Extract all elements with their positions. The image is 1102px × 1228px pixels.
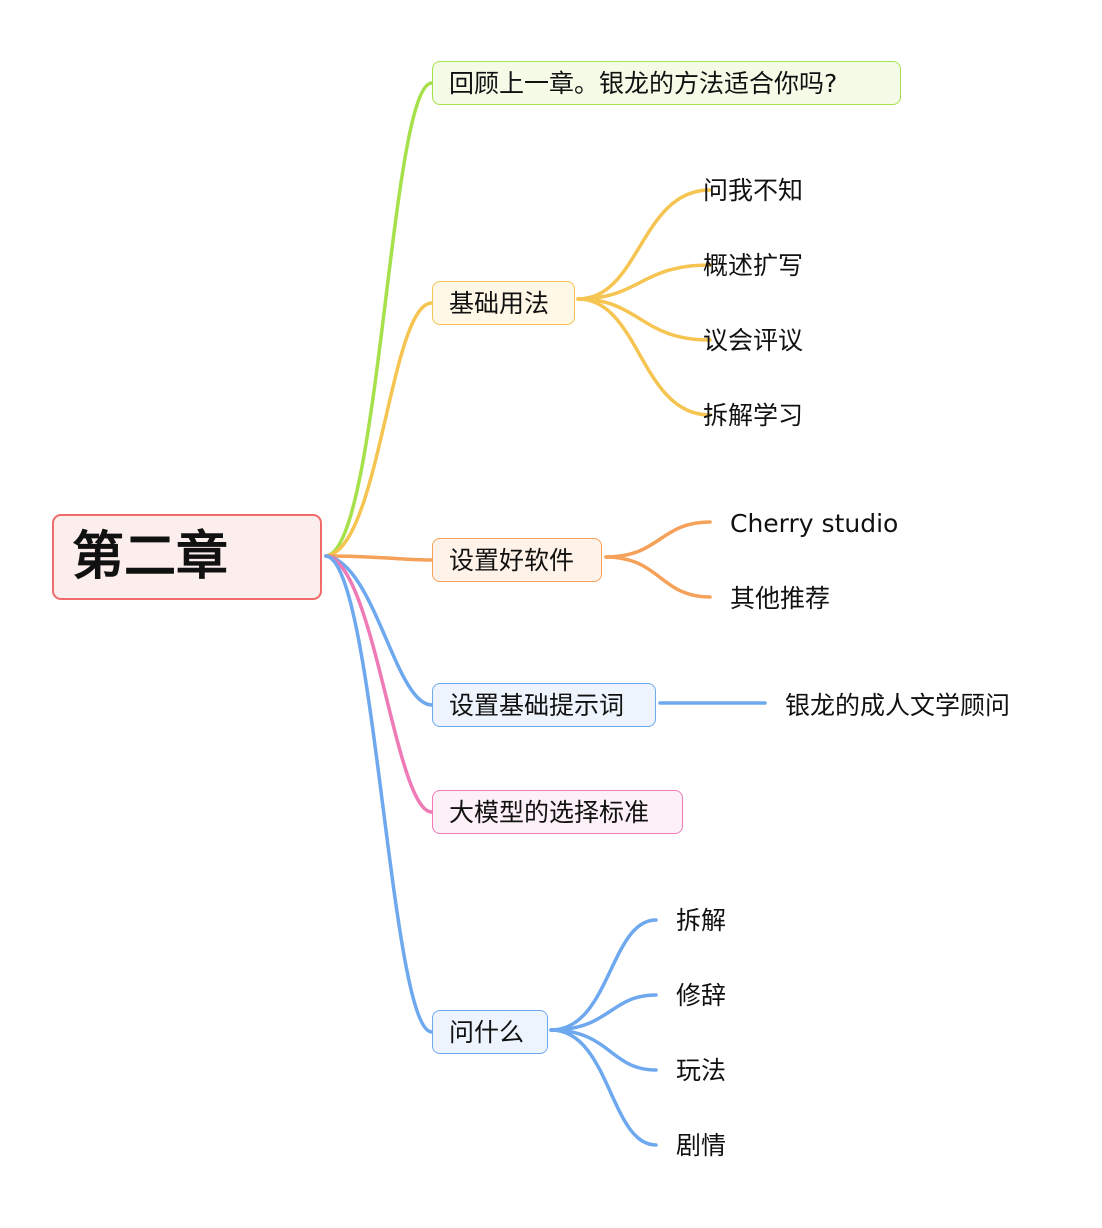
link-software-child-2 (604, 555, 712, 599)
link-root-prompt (324, 554, 434, 707)
branch-what-to-ask[interactable]: 问什么 (432, 1010, 548, 1054)
leaf-what-to-ask-1-label: 拆解 (676, 905, 727, 935)
branch-what-to-ask-label: 问什么 (449, 1017, 525, 1047)
leaf-software-2-label: 其他推荐 (730, 583, 831, 613)
leaf-software-1-label: Cherry studio (730, 508, 899, 538)
link-basic-usage-child-1 (576, 188, 712, 301)
leaf-what-to-ask-3-label: 玩法 (676, 1055, 727, 1085)
leaf-what-to-ask-3[interactable]: 玩法 (676, 1053, 726, 1087)
leaf-basic-usage-2[interactable]: 概述扩写 (703, 248, 803, 282)
link-what-to-ask-child-3 (549, 1028, 658, 1072)
leaf-what-to-ask-4-label: 剧情 (676, 1130, 727, 1160)
branch-model-criteria-label: 大模型的选择标准 (449, 797, 650, 827)
branch-prompt[interactable]: 设置基础提示词 (432, 683, 656, 727)
branch-review-label: 回顾上一章。银龙的方法适合你吗? (449, 68, 838, 98)
leaf-software-2[interactable]: 其他推荐 (730, 581, 830, 615)
leaf-basic-usage-1-label: 问我不知 (703, 175, 804, 205)
leaf-basic-usage-4[interactable]: 拆解学习 (703, 398, 803, 432)
link-root-model-criteria (324, 554, 434, 814)
root-topic-label: 第二章 (72, 527, 229, 587)
branch-software-label: 设置好软件 (449, 545, 575, 575)
branch-review[interactable]: 回顾上一章。银龙的方法适合你吗? (432, 61, 901, 105)
leaf-prompt-1-label: 银龙的成人文学顾问 (785, 690, 1011, 720)
link-basic-usage-child-3 (576, 297, 712, 342)
link-basic-usage-child-2 (576, 263, 712, 301)
leaf-basic-usage-3-label: 议会评议 (703, 325, 804, 355)
branch-model-criteria[interactable]: 大模型的选择标准 (432, 790, 683, 834)
link-basic-usage-child-4 (576, 297, 712, 417)
leaf-basic-usage-1[interactable]: 问我不知 (703, 173, 803, 207)
leaf-what-to-ask-1[interactable]: 拆解 (676, 903, 726, 937)
leaf-basic-usage-2-label: 概述扩写 (703, 250, 804, 280)
leaf-basic-usage-3[interactable]: 议会评议 (703, 323, 803, 357)
link-root-basic-usage (324, 301, 434, 558)
leaf-what-to-ask-2[interactable]: 修辞 (676, 978, 726, 1012)
link-root-what-to-ask (324, 554, 434, 1034)
link-what-to-ask-child-2 (549, 993, 658, 1032)
link-software-child-1 (604, 520, 712, 559)
link-root-review (324, 81, 434, 558)
link-what-to-ask-child-4 (549, 1028, 658, 1147)
leaf-what-to-ask-4[interactable]: 剧情 (676, 1128, 726, 1162)
leaf-what-to-ask-2-label: 修辞 (676, 980, 727, 1010)
root-topic[interactable]: 第二章 (52, 514, 322, 600)
leaf-basic-usage-4-label: 拆解学习 (703, 400, 804, 430)
leaf-prompt-1[interactable]: 银龙的成人文学顾问 (785, 688, 1010, 722)
branch-software[interactable]: 设置好软件 (432, 538, 602, 582)
leaf-software-1[interactable]: Cherry studio (730, 506, 898, 540)
branch-basic-usage[interactable]: 基础用法 (432, 281, 575, 325)
link-what-to-ask-child-1 (549, 918, 658, 1032)
link-root-software (324, 554, 434, 562)
branch-basic-usage-label: 基础用法 (449, 288, 550, 318)
branch-prompt-label: 设置基础提示词 (449, 690, 625, 720)
